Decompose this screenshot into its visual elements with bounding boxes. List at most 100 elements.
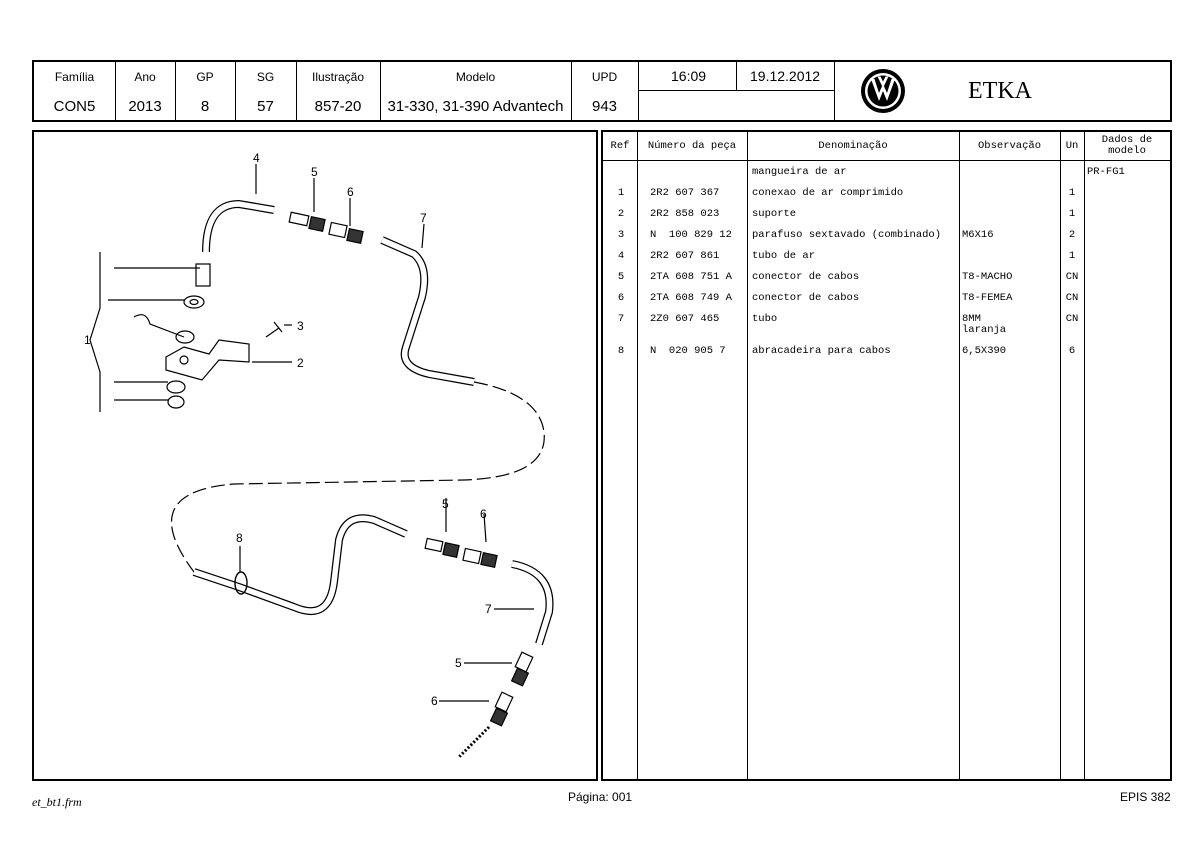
timestamp-cell: 16:09 19.12.2012: [638, 62, 834, 91]
header-cell-gp: GP 8: [175, 62, 236, 120]
cell-ref: 1: [617, 187, 625, 199]
header-cell-ano: Ano 2013: [115, 62, 176, 120]
column-divider: [1084, 132, 1085, 779]
cell-remark: T8-MACHO: [962, 271, 1013, 283]
callout-label: 2: [297, 356, 304, 370]
date-text: 19.12.2012: [750, 68, 821, 84]
cell-unit: CN: [1065, 271, 1079, 283]
callout-label: 7: [420, 211, 427, 225]
cell-remark: 6,5X390: [962, 345, 1007, 357]
cell-ref: 5: [617, 271, 625, 283]
cell-part-number: 2Z0 607 465: [650, 313, 720, 325]
cell-ref: 6: [617, 292, 625, 304]
cell-unit: CN: [1065, 313, 1079, 325]
cell-ref: 7: [617, 313, 625, 325]
illustration-panel: 4 5 6 7 1 3 2 5 6 8 7 5 6: [32, 130, 598, 781]
cell-part-number: 2R2 607 367: [650, 187, 720, 199]
cell-description: tubo de ar: [752, 250, 816, 262]
header-label: Ano: [134, 70, 156, 84]
cell-description: conector de cabos: [752, 292, 860, 304]
table-row[interactable]: 4 2R2 607 861 tubo de ar 1: [603, 247, 1170, 268]
callout-label: 7: [485, 602, 492, 616]
cell-part-number: 2TA 608 749 A: [650, 292, 732, 304]
cell-ref: 4: [617, 250, 625, 262]
cell-description: suporte: [752, 208, 797, 220]
header-value: 2013: [128, 98, 162, 115]
header-label: Modelo: [455, 70, 496, 84]
cell-part-number: N 020 905 7: [650, 345, 726, 357]
table-row[interactable]: 2 2R2 858 023 suporte 1: [603, 205, 1170, 226]
cell-ref: 3: [617, 229, 625, 241]
callout-label: 6: [480, 507, 487, 521]
cell-description: conexao de ar comprimido: [752, 187, 904, 199]
header-label: GP: [196, 70, 214, 84]
header-value: 31-330, 31-390 Advantech: [387, 98, 564, 115]
callout-label: 6: [347, 185, 354, 199]
footer-form-name: et_bt1.frm: [32, 795, 82, 809]
table-row[interactable]: 3 N 100 829 12 parafuso sextavado (combina…: [603, 226, 1170, 247]
parts-table: Ref Número da peça Denominação Observaçã…: [601, 130, 1172, 781]
column-divider: [747, 132, 748, 779]
cell-remark: M6X16: [962, 229, 994, 241]
header-cell-modelo: Modelo 31-330, 31-390 Advantech: [380, 62, 572, 120]
cell-unit: 1: [1068, 250, 1076, 262]
column-divider: [1060, 132, 1061, 779]
table-row[interactable]: 1 2R2 607 367 conexao de ar comprimido 1: [603, 184, 1170, 205]
parts-diagram: 4 5 6 7 1 3 2 5 6 8 7 5 6: [84, 151, 554, 759]
header-value: 857-20: [314, 98, 362, 115]
callout-label: 8: [236, 531, 243, 545]
cell-part-number: 2TA 608 751 A: [650, 271, 732, 283]
cell-description: abracadeira para cabos: [752, 345, 891, 357]
header-cell-upd: UPD 943: [571, 62, 638, 120]
cell-ref: 2: [617, 208, 625, 220]
cell-unit: 1: [1068, 187, 1076, 199]
divider: [834, 62, 835, 120]
callout-label: 3: [297, 319, 304, 333]
header-label: Família: [54, 70, 95, 84]
cell-unit: CN: [1065, 292, 1079, 304]
header-label: SG: [256, 70, 275, 84]
divider: [736, 62, 737, 90]
column-header-unit: Un: [1065, 139, 1079, 152]
column-divider: [959, 132, 960, 779]
time-text: 16:09: [671, 68, 707, 84]
cell-part-number: 2R2 858 023: [650, 208, 720, 220]
header-label: Ilustração: [311, 70, 365, 84]
callout-label: 5: [455, 656, 462, 670]
footer-page-number: Página: 001: [568, 790, 633, 804]
callout-label: 1: [84, 333, 91, 347]
header-cell-familia: Família CON5: [34, 62, 116, 120]
cell-unit: 1: [1068, 208, 1076, 220]
vw-logo-icon: [861, 69, 905, 113]
cell-description: mangueira de ar: [752, 166, 847, 178]
brand-title: ETKA: [968, 78, 1032, 104]
header-cell-sg: SG 57: [235, 62, 297, 120]
cell-remark: T8-FEMEA: [962, 292, 1013, 304]
column-header-model-data: Dados de modelo: [1101, 134, 1153, 157]
column-header-remark: Observação: [977, 139, 1041, 152]
cell-unit: 6: [1068, 345, 1076, 357]
cell-description: parafuso sextavado (combinado): [752, 229, 942, 241]
callout-label: 4: [253, 151, 260, 165]
header-bar: Família CON5 Ano 2013 GP 8 SG 57 Ilustra…: [32, 60, 1172, 122]
cell-part-number: N 100 829 12: [650, 229, 732, 241]
cell-part-number: 2R2 607 861: [650, 250, 720, 262]
header-divider: [603, 160, 1170, 161]
header-value: CON5: [53, 98, 96, 115]
cell-remark: 8MM laranja: [962, 313, 1007, 336]
table-row[interactable]: 6 2TA 608 749 A conector de cabos T8-FEMEA C…: [603, 289, 1170, 310]
column-header-description: Denominação: [818, 139, 888, 152]
header-value: 943: [591, 98, 618, 115]
footer-epis-code: EPIS 382: [1120, 790, 1171, 804]
callout-label: 5: [311, 165, 318, 179]
header-value: 8: [200, 98, 210, 115]
column-header-part-number: Número da peça: [647, 139, 737, 152]
column-divider: [637, 132, 638, 779]
header-value: 57: [257, 98, 274, 115]
header-cell-ilustracao: Ilustração 857-20: [296, 62, 381, 120]
divider: [638, 62, 639, 120]
